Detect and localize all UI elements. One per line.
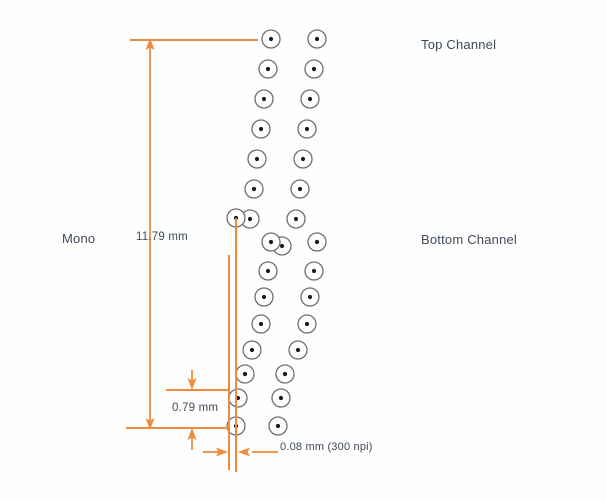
arrow-up-icon — [145, 38, 155, 50]
nozzle-circle-icon — [254, 287, 274, 307]
nozzle-circle-icon — [251, 119, 271, 139]
nozzle-circle-icon — [307, 29, 327, 49]
nozzle-circle-icon — [304, 261, 324, 281]
nozzle-circle-icon — [247, 149, 267, 169]
row-offset-label: 0.79 mm — [172, 402, 219, 414]
nozzle-circle-icon — [286, 209, 306, 229]
offset-arrow-up-icon — [187, 428, 197, 440]
bottom-channel-label: Bottom Channel — [421, 232, 518, 247]
nozzle-circle-icon — [268, 416, 288, 436]
nozzle-circle-icon — [271, 388, 291, 408]
nozzle-circle-icon — [228, 388, 248, 408]
nozzle-circle-icon — [290, 179, 310, 199]
nozzle-circle-icon — [297, 119, 317, 139]
nozzle-circle-icon — [297, 314, 317, 334]
nozzle-circle-icon — [258, 261, 278, 281]
top-channel-label: Top Channel — [421, 37, 497, 52]
pitch-arrow-left-icon — [238, 447, 250, 457]
nozzle-circle-icon — [251, 314, 271, 334]
nozzle-circle-icon — [244, 179, 264, 199]
nozzle-circle-icon — [235, 364, 255, 384]
offset-arrow-down-icon — [187, 378, 197, 390]
nozzle-circle-icon — [261, 232, 281, 252]
nozzle-circle-icon — [288, 340, 308, 360]
mono-label: Mono — [62, 231, 96, 246]
nozzle-circle-icon — [254, 89, 274, 109]
nozzle-circle-icon — [304, 59, 324, 79]
nozzle-pitch-label: 0.08 mm (300 npi) — [280, 441, 373, 453]
pitch-arrow-right-icon — [216, 447, 228, 457]
nozzle-circle-icon — [300, 287, 320, 307]
total-height-label: 11.79 mm — [136, 231, 188, 243]
nozzle-circle-icon — [242, 340, 262, 360]
nozzle-array — [226, 29, 327, 436]
nozzle-circle-icon — [258, 59, 278, 79]
nozzle-circle-icon — [275, 364, 295, 384]
nozzle-circle-icon — [261, 29, 281, 49]
nozzle-circle-icon — [307, 232, 327, 252]
dimension-annotations — [126, 38, 278, 472]
nozzle-circle-icon — [300, 89, 320, 109]
nozzle-circle-icon — [293, 149, 313, 169]
arrow-down-icon — [145, 418, 155, 430]
